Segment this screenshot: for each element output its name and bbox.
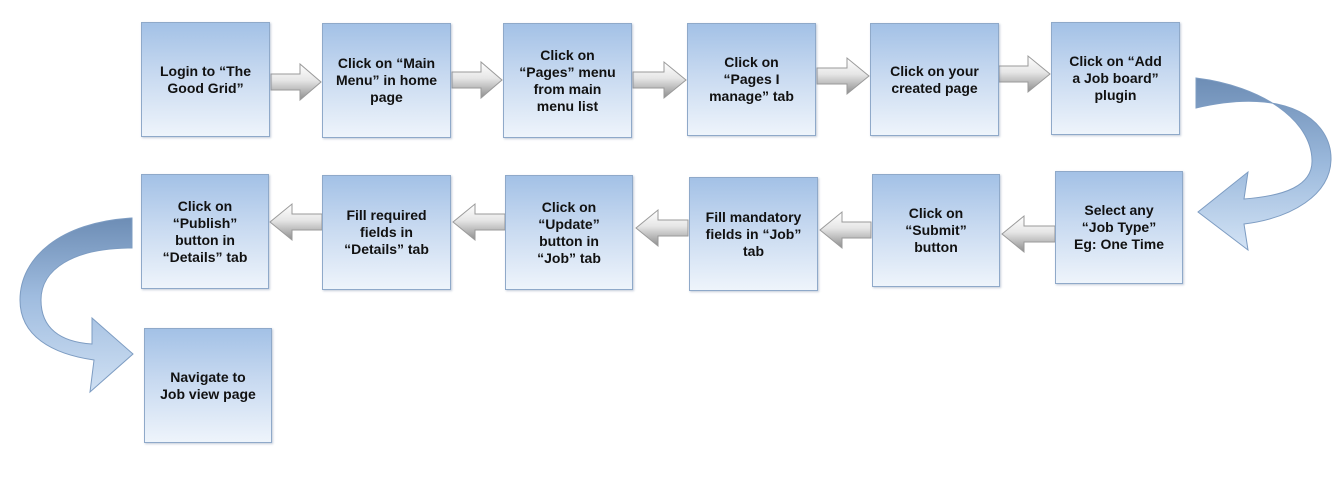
arrow-step-2-to-3 bbox=[451, 60, 503, 100]
step-box-9: Fill mandatory fields in “Job” tab bbox=[689, 177, 818, 291]
curved-arrow-step-12-to-13 bbox=[19, 217, 134, 394]
step-box-12: Click on “Publish” button in “Details” t… bbox=[141, 174, 269, 289]
step-box-10: Click on “Update” button in “Job” tab bbox=[505, 175, 633, 290]
step-box-4: Click on “Pages I manage” tab bbox=[687, 23, 816, 136]
arrow-step-5-to-6 bbox=[998, 54, 1051, 94]
arrow-step-9-to-10 bbox=[635, 208, 689, 248]
step-label-11: Fill required fields in “Details” tab bbox=[344, 207, 429, 257]
step-label-10: Click on “Update” button in “Job” tab bbox=[537, 198, 601, 266]
step-label-3: Click on “Pages” menu from main menu lis… bbox=[519, 46, 616, 114]
step-label-13: Navigate to Job view page bbox=[160, 368, 256, 402]
arrow-step-8-to-9 bbox=[819, 210, 872, 250]
curved-arrow-step-6-to-7 bbox=[1195, 77, 1332, 252]
step-label-5: Click on your created page bbox=[890, 62, 979, 96]
step-label-8: Click on “Submit” button bbox=[905, 205, 967, 255]
arrow-step-11-to-12 bbox=[269, 202, 323, 242]
step-box-6: Click on “Add a Job board” plugin bbox=[1051, 22, 1180, 135]
step-label-4: Click on “Pages I manage” tab bbox=[709, 54, 794, 104]
arrow-step-4-to-5 bbox=[816, 56, 870, 96]
step-box-1: Login to “The Good Grid” bbox=[141, 22, 270, 137]
step-box-7: Select any “Job Type” Eg: One Time bbox=[1055, 171, 1183, 284]
arrow-step-1-to-2 bbox=[270, 62, 322, 102]
step-label-6: Click on “Add a Job board” plugin bbox=[1069, 53, 1162, 103]
step-label-12: Click on “Publish” button in “Details” t… bbox=[162, 197, 248, 265]
step-label-9: Fill mandatory fields in “Job” tab bbox=[705, 208, 802, 259]
step-label-1: Login to “The Good Grid” bbox=[160, 62, 251, 96]
arrow-step-10-to-11 bbox=[452, 202, 506, 242]
step-box-5: Click on your created page bbox=[870, 23, 999, 136]
step-box-13: Navigate to Job view page bbox=[144, 328, 272, 443]
step-label-7: Select any “Job Type” Eg: One Time bbox=[1074, 202, 1164, 252]
step-box-8: Click on “Submit” button bbox=[872, 174, 1000, 287]
arrow-step-7-to-8 bbox=[1001, 214, 1056, 254]
step-label-2: Click on “Main Menu” in home page bbox=[335, 55, 438, 105]
arrow-step-3-to-4 bbox=[632, 60, 687, 100]
step-box-11: Fill required fields in “Details” tab bbox=[322, 175, 451, 290]
step-box-3: Click on “Pages” menu from main menu lis… bbox=[503, 23, 632, 138]
step-box-2: Click on “Main Menu” in home page bbox=[322, 23, 451, 138]
